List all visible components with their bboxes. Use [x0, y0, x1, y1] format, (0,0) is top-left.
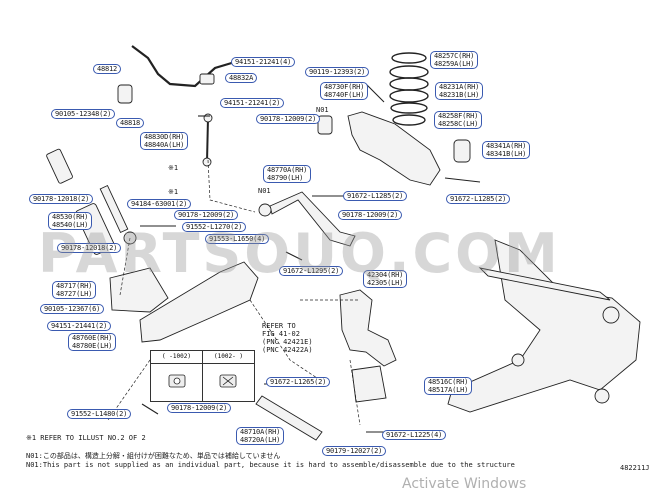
diagram-note-star2: ※1 [168, 188, 179, 196]
part-label-p90178b[interactable]: 90178-12018(2) [29, 194, 94, 204]
inset-bushing-icons [168, 374, 237, 388]
part-label-p94151a[interactable]: 94151-21241(4) [231, 57, 296, 67]
part-label-p48341[interactable]: 48341A(RH) 48341B(LH) [482, 141, 531, 159]
rear-subframe-assembly [447, 239, 641, 413]
inset-left-head: ( -1002) [151, 351, 202, 364]
trailing-arm-bracket [351, 365, 387, 403]
part-label-p48530[interactable]: 48530(RH) 48540(LH) [48, 212, 93, 230]
stabilizer-bushing [117, 84, 133, 104]
diagram-note-n01a: N01 [316, 106, 329, 114]
part-label-p91552a[interactable]: 91552-L1270(2) [182, 222, 247, 232]
note-n01-japanese: N01:この部品は、構造上分解・組付けが困難なため、単品では補給していません [26, 452, 281, 460]
part-label-p48730[interactable]: 48730F(RH) 48740F(LH) [320, 82, 369, 100]
part-label-p94151b[interactable]: 94151-21241(2) [220, 98, 285, 108]
part-label-p90119[interactable]: 90119-12393(2) [305, 67, 370, 77]
lower-arm-bracket [109, 267, 169, 313]
part-label-p94151c[interactable]: 94151-21441(2) [47, 321, 112, 331]
rear-axle-carrier [339, 289, 397, 367]
part-label-p91672a[interactable]: 91672-L1285(2) [343, 191, 408, 201]
part-label-p94184[interactable]: 94184-63001(2) [127, 199, 192, 209]
part-label-p48710[interactable]: 48710A(RH) 48720A(LH) [236, 427, 285, 445]
part-label-p48830[interactable]: 48830D(RH) 48840A(LH) [140, 132, 189, 150]
part-label-p48760[interactable]: 48760E(RH) 48780E(LH) [68, 333, 117, 351]
part-label-p48258[interactable]: 48258F(RH) 48258C(LH) [434, 111, 483, 129]
diagram-id: 482211J [620, 464, 650, 472]
part-label-p90178f[interactable]: 90178-12009(2) [167, 403, 232, 413]
part-label-p48812[interactable]: 48812 [93, 64, 122, 74]
inset-right-head: (1002- ) [203, 351, 254, 364]
part-label-p90179[interactable]: 90179-12027(2) [322, 446, 387, 456]
bump-stopper [453, 139, 471, 163]
diagram-note-refer: REFER TO FIG 41-02 (PNC 42421E) (PNC 424… [262, 322, 313, 354]
part-label-p90105a[interactable]: 90105-12348(2) [51, 109, 116, 119]
diagram-note-n01b: N01 [258, 187, 271, 195]
part-label-p42304[interactable]: 42304(RH) 42305(LH) [363, 270, 408, 288]
part-label-p91672d[interactable]: 91672-L1265(2) [266, 377, 331, 387]
part-label-p91552b[interactable]: 91552-L1480(2) [67, 409, 132, 419]
bushing-inset: ( -1002) (1002- ) [150, 350, 255, 402]
arm-bushing [317, 115, 333, 135]
part-label-p48231[interactable]: 48231A(RH) 48231B(LH) [435, 82, 484, 100]
part-label-p48257[interactable]: 48257C(RH) 48259A(LH) [430, 51, 479, 69]
part-label-p48717[interactable]: 48717(RH) 48727(LH) [52, 281, 97, 299]
note-refer-illust: ※1 REFER TO ILLUST NO.2 OF 2 [26, 434, 146, 442]
lateral-link [255, 395, 323, 441]
part-label-p48818[interactable]: 48818 [116, 118, 145, 128]
part-label-p91553[interactable]: 91553-L1650(4) [205, 234, 270, 244]
coil-spring [389, 52, 429, 126]
stabilizer-bracket [199, 73, 215, 85]
part-label-p90178d[interactable]: 90178-12009(2) [338, 210, 403, 220]
part-label-p91672c[interactable]: 91672-L1295(2) [279, 266, 344, 276]
part-label-p48516[interactable]: 48516C(RH) 48517A(LH) [424, 377, 473, 395]
stabilizer-link-rod [206, 117, 209, 163]
part-label-p91672e[interactable]: 91672-L1225(4) [382, 430, 447, 440]
inset-divider [202, 351, 203, 401]
upper-control-arm [347, 111, 441, 186]
part-label-p90178a[interactable]: 90178-12009(2) [256, 114, 321, 124]
stabilizer-bar [131, 45, 236, 88]
diagram-note-star1: ※1 [168, 164, 179, 172]
part-label-p48770[interactable]: 48770A(RH) 48790(LH) [263, 165, 312, 183]
part-label-p48832a[interactable]: 48832A [225, 73, 258, 83]
part-label-p91672b[interactable]: 91672-L1285(2) [446, 194, 511, 204]
part-label-p90105b[interactable]: 90105-12367(6) [40, 304, 105, 314]
note-n01-english: N01:This part is not supplied as an indi… [26, 461, 515, 469]
toe-link [269, 191, 356, 247]
activate-windows-overlay: Activate Windows [402, 476, 527, 492]
part-label-p90178c[interactable]: 90178-12009(2) [174, 210, 239, 220]
part-label-p90178e[interactable]: 90178-12018(2) [57, 243, 122, 253]
